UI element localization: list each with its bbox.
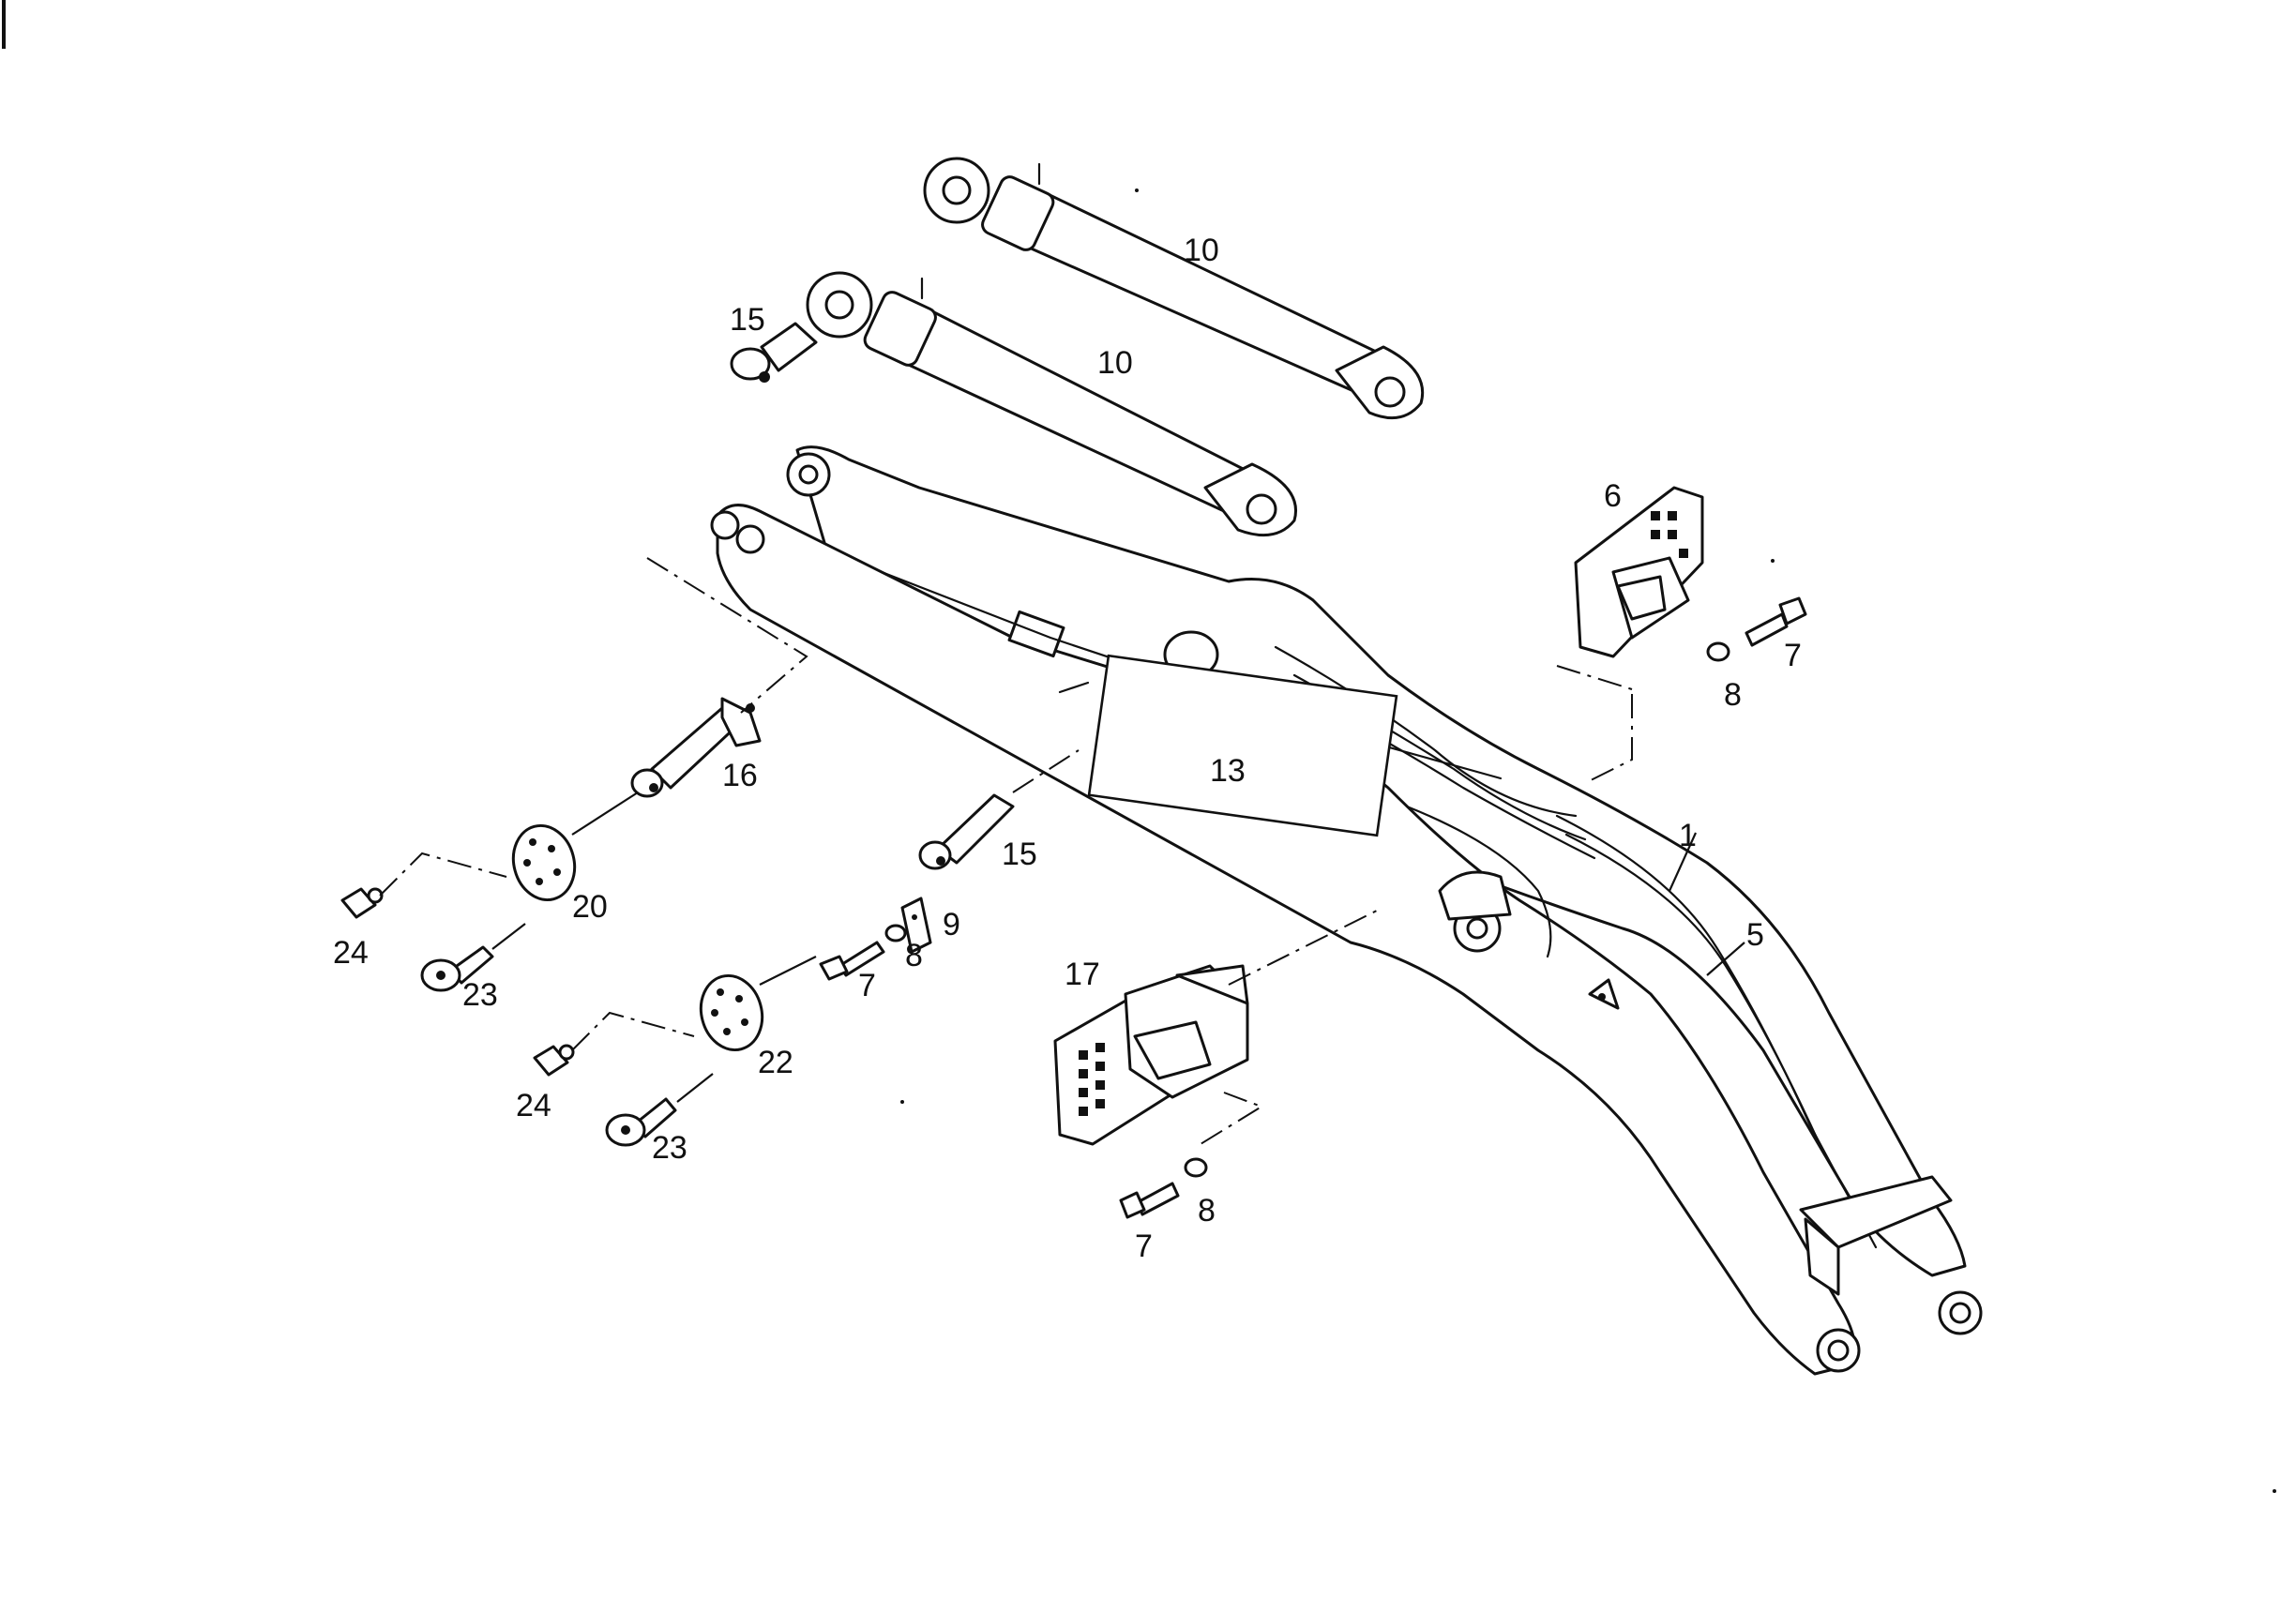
callout-7b: 7 bbox=[858, 968, 876, 1003]
callout-10b: 10 bbox=[1097, 345, 1133, 381]
plate-lower bbox=[699, 973, 764, 1052]
pin-middle bbox=[918, 793, 1015, 870]
screw-lower bbox=[605, 1097, 677, 1147]
assembly-line-nipple-upper bbox=[379, 852, 507, 897]
callout-10a: 10 bbox=[1184, 233, 1219, 268]
plate-upper bbox=[511, 823, 577, 902]
pin-top bbox=[730, 322, 818, 383]
step-upper bbox=[1574, 486, 1704, 658]
callout-24a: 24 bbox=[333, 935, 369, 971]
callout-1: 1 bbox=[1679, 818, 1697, 853]
bolt-lower-center bbox=[1119, 1157, 1208, 1219]
callout-labels: 10 10 15 6 7 8 16 13 15 1 5 20 24 23 9 8… bbox=[333, 233, 1802, 1264]
assembly-line-bolt-lower bbox=[1200, 1092, 1264, 1145]
callout-8a: 8 bbox=[1724, 677, 1742, 713]
assembly-line-screw-upper bbox=[491, 923, 526, 950]
callout-8c: 8 bbox=[1198, 1193, 1216, 1229]
callout-15b: 15 bbox=[1002, 837, 1037, 872]
assembly-line-screw-lower bbox=[676, 1073, 714, 1103]
callout-6: 6 bbox=[1604, 478, 1622, 514]
bolt-middle bbox=[819, 897, 932, 981]
callout-24b: 24 bbox=[516, 1088, 551, 1123]
hydraulic-cylinder-lower bbox=[806, 271, 1297, 537]
assembly-line-nipple-lower bbox=[571, 1011, 695, 1051]
scan-specks bbox=[900, 188, 2276, 1493]
assembly-line-pin-middle bbox=[1012, 749, 1080, 793]
boom-arm bbox=[710, 445, 1983, 1376]
callout-16: 16 bbox=[722, 758, 758, 793]
callout-15a: 15 bbox=[730, 302, 765, 338]
leader-5 bbox=[1706, 942, 1745, 976]
callout-23a: 23 bbox=[462, 977, 498, 1013]
callout-20: 20 bbox=[572, 889, 608, 925]
screw-upper bbox=[420, 945, 494, 992]
callout-9: 9 bbox=[943, 907, 960, 942]
callout-5: 5 bbox=[1746, 917, 1764, 953]
pin-large bbox=[630, 697, 762, 798]
callout-23b: 23 bbox=[652, 1130, 687, 1166]
step-lower bbox=[1053, 964, 1249, 1146]
callout-22: 22 bbox=[758, 1045, 793, 1080]
assembly-line-plate-lower bbox=[759, 956, 817, 986]
callout-8b: 8 bbox=[905, 938, 923, 973]
callout-7c: 7 bbox=[1135, 1229, 1153, 1264]
leader-1 bbox=[1668, 832, 1698, 892]
assembly-line-pin-large bbox=[646, 557, 808, 714]
assembly-line-step-lower bbox=[1228, 909, 1380, 986]
grease-nipple-lower bbox=[533, 1044, 575, 1077]
grease-nipple-upper bbox=[340, 887, 384, 919]
assembly-line-plate-upper bbox=[571, 791, 639, 836]
bolt-upper-right bbox=[1706, 596, 1807, 662]
hydraulic-cylinder-upper bbox=[923, 157, 1425, 420]
callout-13: 13 bbox=[1210, 753, 1246, 789]
assembly-line-step-upper bbox=[1556, 665, 1633, 784]
callout-7a: 7 bbox=[1784, 638, 1802, 673]
callout-17: 17 bbox=[1065, 957, 1100, 992]
